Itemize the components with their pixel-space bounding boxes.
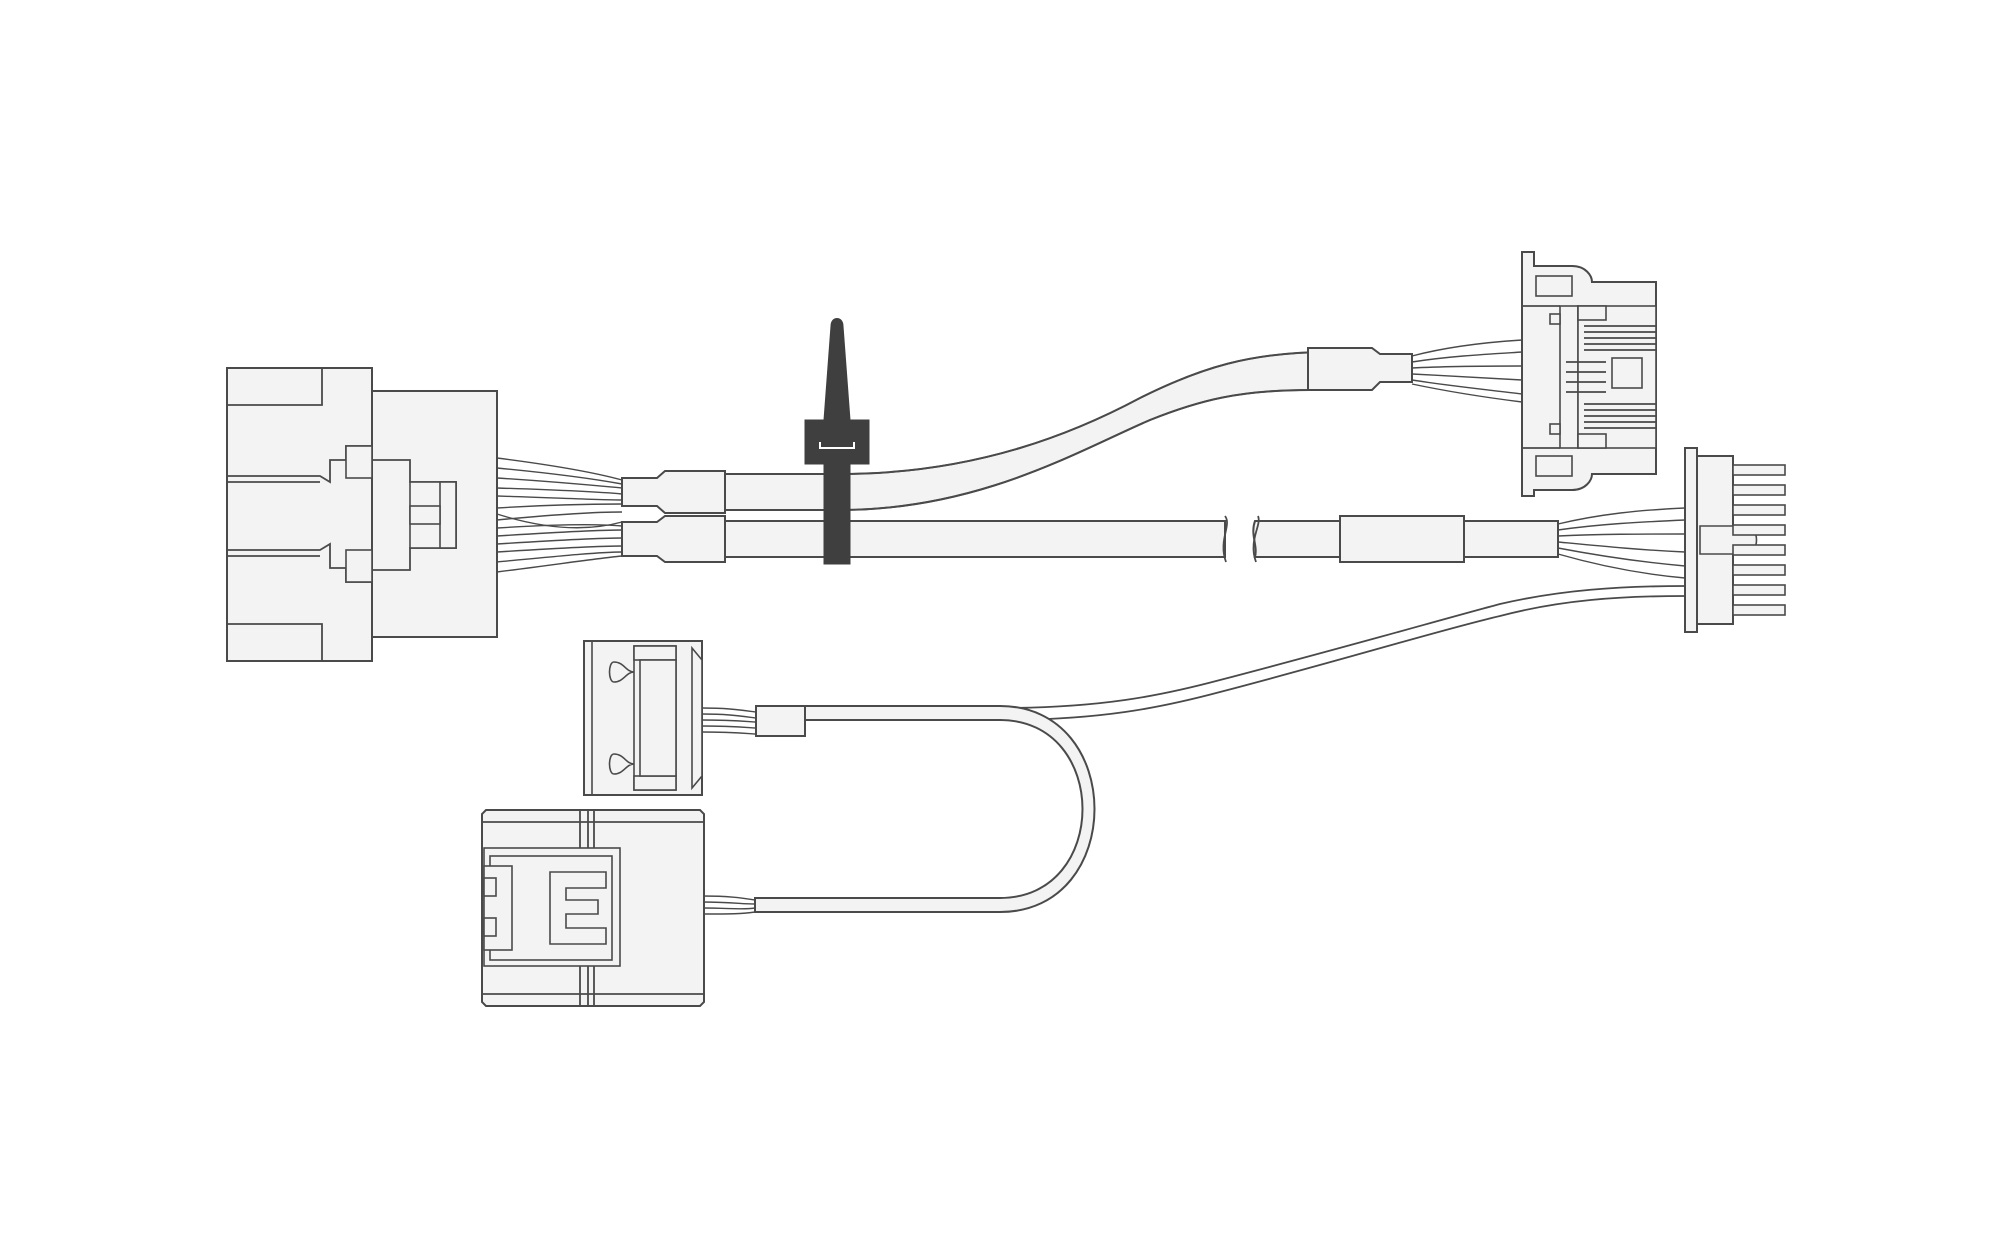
right-pin-header-connector bbox=[1684, 447, 1786, 633]
upper-cable-branch bbox=[724, 339, 1523, 511]
thin-looped-cable bbox=[701, 585, 1686, 915]
left-wire-bundles bbox=[496, 457, 726, 573]
cable-tie bbox=[804, 318, 870, 565]
main-cable-with-break bbox=[724, 507, 1686, 579]
large-left-connector bbox=[226, 367, 498, 662]
bottom-rectangular-connector bbox=[481, 809, 705, 1007]
upper-right-connector bbox=[1521, 251, 1657, 497]
small-clip-connector bbox=[583, 640, 703, 796]
